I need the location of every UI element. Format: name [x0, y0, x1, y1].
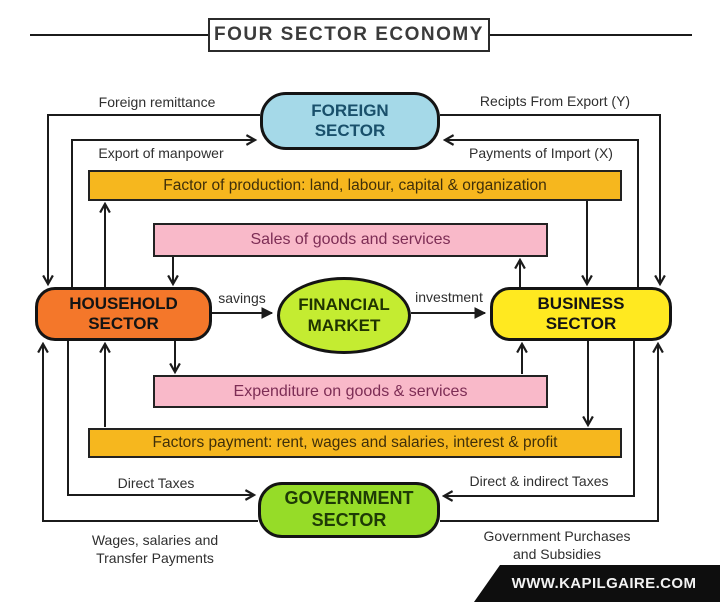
financial-market-node: FINANCIAL MARKET — [277, 277, 411, 354]
arrow-foreign-remittance — [48, 114, 260, 283]
arrow-wages-transfer — [43, 345, 258, 522]
label-receipts-from-export: Recipts From Export (Y) — [479, 93, 631, 109]
label-direct-indirect-taxes: Direct & indirect Taxes — [469, 473, 609, 489]
sales-of-goods-bar: Sales of goods and services — [153, 223, 548, 257]
website-url: WWW.KAPILGAIRE.COM — [511, 575, 697, 592]
household-sector-label-line1: HOUSEHOLD — [69, 293, 178, 313]
household-sector-node: HOUSEHOLD SECTOR — [35, 287, 212, 341]
financial-market-label-line2: MARKET — [307, 315, 381, 335]
label-wages-transfer: Wages, salaries and Transfer Payments — [92, 531, 218, 567]
arrow-direct-taxes — [67, 341, 253, 495]
household-sector-label-line2: SECTOR — [88, 314, 159, 333]
label-export-of-manpower: Export of manpower — [98, 145, 224, 161]
label-wages-transfer-line2: Transfer Payments — [96, 550, 214, 567]
label-savings: savings — [218, 290, 266, 306]
financial-market-label-line1: FINANCIAL — [298, 295, 390, 315]
arrow-payments-of-import — [446, 140, 639, 287]
label-gov-purchases: Government Purchases and Subsidies — [483, 527, 630, 563]
sales-of-goods-text: Sales of goods and services — [250, 231, 451, 248]
factor-of-production-bar: Factor of production: land, labour, capi… — [88, 170, 622, 201]
diagram-title: FOUR SECTOR ECONOMY — [208, 18, 490, 52]
factors-payment-text: Factors payment: rent, wages and salarie… — [152, 434, 558, 451]
factors-payment-bar: Factors payment: rent, wages and salarie… — [88, 428, 622, 458]
diagram-title-text: FOUR SECTOR ECONOMY — [214, 24, 484, 45]
government-sector-label-line2: SECTOR — [311, 510, 387, 530]
arrow-direct-indirect-taxes — [445, 341, 635, 496]
arrow-export-of-manpower — [71, 140, 254, 287]
label-gov-purchases-line1: Government Purchases — [483, 528, 631, 544]
expenditure-bar: Expenditure on goods & services — [153, 375, 548, 408]
label-wages-transfer-line1: Wages, salaries and — [91, 532, 219, 548]
label-payments-of-import: Payments of Import (X) — [469, 145, 613, 161]
government-sector-node: GOVERNMENT SECTOR — [258, 482, 440, 538]
government-sector-label-line1: GOVERNMENT — [284, 488, 414, 509]
foreign-sector-node: FOREIGN SECTOR — [260, 92, 440, 150]
business-sector-label-line2: SECTOR — [545, 314, 617, 333]
expenditure-text: Expenditure on goods & services — [233, 382, 468, 400]
arrow-gov-purchases — [440, 345, 658, 522]
factor-of-production-text: Factor of production: land, labour, capi… — [163, 176, 547, 194]
website-banner: WWW.KAPILGAIRE.COM — [474, 565, 720, 602]
business-sector-label-line1: BUSINESS — [537, 293, 625, 313]
label-investment: investment — [415, 289, 483, 305]
foreign-sector-label-line1: FOREIGN — [311, 100, 389, 120]
business-sector-node: BUSINESS SECTOR — [490, 287, 672, 341]
label-foreign-remittance: Foreign remittance — [98, 94, 216, 110]
foreign-sector-label-line2: SECTOR — [314, 121, 386, 140]
arrow-receipts-from-export — [440, 114, 660, 283]
label-direct-taxes: Direct Taxes — [117, 475, 195, 491]
label-gov-purchases-line2: and Subsidies — [513, 546, 601, 563]
